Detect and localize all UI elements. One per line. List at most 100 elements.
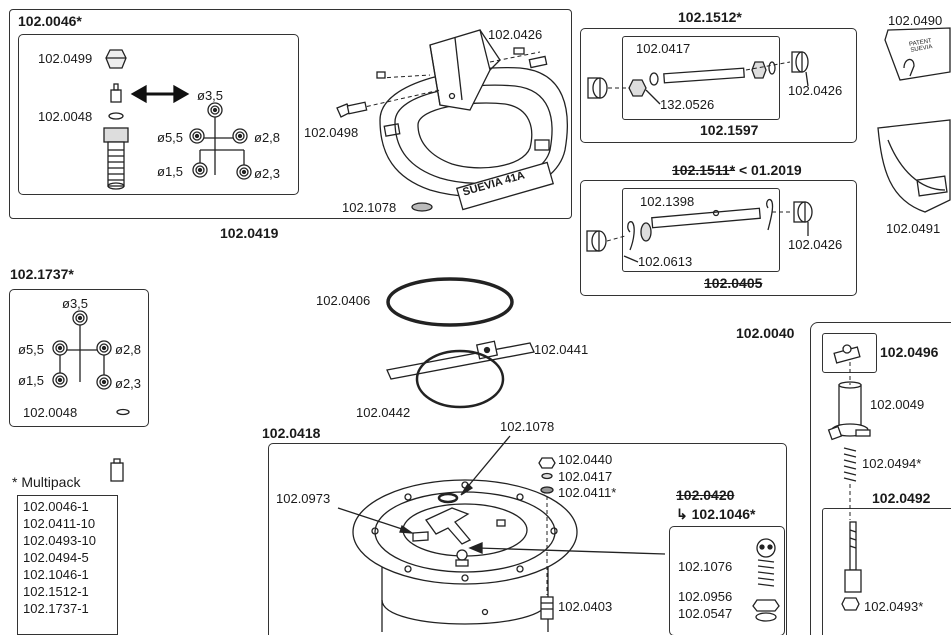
label-1076: 102.1076 — [678, 559, 733, 574]
label-0403: 102.0403 — [558, 599, 613, 614]
label-0426-a: 102.0426 — [788, 83, 843, 98]
frame-0040 — [810, 322, 951, 635]
multipack-item: 102.1512-1 — [23, 584, 89, 599]
multipack-item: 102.1046-1 — [23, 567, 89, 582]
title-0040: 102.0040 — [736, 325, 795, 341]
seal-0048-drawing — [108, 112, 124, 120]
label-0493: 102.0493* — [864, 599, 924, 614]
label-0973: 102.0973 — [276, 491, 331, 506]
valve-pin-drawing — [110, 83, 122, 103]
label-0417-a: 102.0417 — [636, 41, 691, 56]
inner-frame-0405 — [622, 188, 780, 272]
multipack-list: 102.0046-1 102.0411-10 102.0493-10 102.0… — [17, 498, 118, 617]
label-d28: ø2,8 — [254, 130, 281, 145]
valve-0040-drawing — [827, 344, 871, 441]
label-0441: 102.0441 — [534, 342, 589, 357]
label-1737-d55: ø5,5 — [18, 342, 45, 357]
label-0490: 102.0490 — [888, 13, 943, 28]
label-d23: ø2,3 — [254, 166, 281, 181]
frame-1737 — [9, 289, 149, 427]
title-1511-struck: 102.1511* — [672, 162, 736, 178]
multipack-item: 102.0411-10 — [23, 516, 96, 531]
label-d15: ø1,5 — [157, 164, 184, 179]
o-ring-0406-drawing — [386, 277, 514, 327]
label-0499: 102.0499 — [38, 51, 93, 66]
title-0046: 102.0046* — [18, 13, 82, 29]
label-d55: ø5,5 — [157, 130, 184, 145]
dash-lines-1511 — [606, 211, 792, 242]
label-1078-base: 102.1078 — [500, 419, 555, 434]
drinking-bowl-drawing — [379, 29, 568, 211]
label-1737-d35: ø3,5 — [62, 296, 89, 311]
rail-0441-drawing — [386, 340, 535, 380]
seal-0048-b-drawing — [116, 408, 130, 416]
label-1078-top: 102.1078 — [342, 200, 397, 215]
label-0498: 102.0498 — [304, 125, 359, 140]
nozzle-sprue-drawing — [189, 102, 252, 180]
screw-0973-drawing — [412, 531, 429, 542]
base-0418-drawing — [352, 479, 578, 632]
title-0420-struck: 102.0420 — [676, 487, 735, 503]
title-0418: 102.0418 — [262, 425, 321, 441]
label-0956: 102.0956 — [678, 589, 733, 604]
frame-1511 — [580, 180, 857, 296]
label-0440: 102.0440 — [558, 452, 613, 467]
bearing-1511-drawing — [586, 198, 813, 252]
multipack-icon — [110, 458, 124, 482]
swap-arrow — [130, 84, 190, 104]
title-0496: 102.0496 — [880, 344, 939, 360]
multipack-title: * Multipack — [12, 474, 81, 490]
nozzle-sprue-1737-drawing — [52, 310, 112, 390]
seal-1078-drawing — [411, 202, 433, 212]
label-d35: ø3,5 — [197, 88, 224, 103]
label-1737-d23: ø2,3 — [115, 376, 142, 391]
bearing-1512-drawing — [587, 51, 809, 99]
o-ring-0442-drawing — [415, 349, 505, 409]
label-0426-b: 102.0426 — [788, 237, 843, 252]
title-1512: 102.1512* — [678, 9, 742, 25]
label-0406: 102.0406 — [316, 293, 371, 308]
title-1737: 102.1737* — [10, 266, 74, 282]
frame-0418 — [268, 443, 787, 635]
assembly-frame-0419 — [9, 9, 572, 219]
multipack-item: 102.0493-10 — [23, 533, 97, 548]
fittings-0440-0411-drawing — [538, 457, 556, 620]
inner-frame-0492 — [822, 508, 951, 635]
valve-body-drawing — [103, 127, 129, 190]
label-0048: 102.0048 — [38, 109, 93, 124]
label-1398: 102.1398 — [640, 194, 695, 209]
cap-nut-drawing — [105, 49, 127, 69]
leader-0426-a — [805, 71, 809, 87]
label-0049: 102.0049 — [870, 397, 925, 412]
screw-0426-drawing — [376, 47, 548, 79]
pin-0493-drawing — [841, 521, 862, 611]
screw-0498-drawing — [336, 101, 368, 118]
label-0411: 102.0411* — [558, 485, 617, 500]
label-0419: 102.0419 — [220, 225, 279, 241]
cover-0491-drawing — [877, 119, 951, 213]
inner-frame-0046 — [18, 34, 299, 195]
title-1511-date: < 01.2019 — [738, 162, 802, 178]
label-1737-d28: ø2,8 — [115, 342, 142, 357]
label-0613: 102.0613 — [638, 254, 693, 269]
cover-0490-drawing — [884, 27, 951, 81]
leader-0526 — [645, 89, 661, 105]
label-0526: 132.0526 — [660, 97, 715, 112]
label-1737-d15: ø1,5 — [18, 373, 45, 388]
label-0405: 102.0405 — [704, 275, 763, 291]
leader-0613 — [623, 255, 639, 263]
label-0417-b: 102.0417 — [558, 469, 613, 484]
spring-0494-drawing — [843, 447, 857, 482]
label-0442: 102.0442 — [356, 405, 411, 420]
dash-lines-1512 — [608, 61, 791, 89]
inner-frame-1597 — [622, 36, 780, 120]
label-0491: 102.0491 — [886, 221, 941, 236]
dash-lines-bowl — [359, 51, 541, 109]
title-0492: 102.0492 — [872, 490, 931, 506]
multipack-item: 102.1737-1 — [23, 601, 89, 616]
frame-1046 — [669, 526, 785, 635]
label-0426-top: 102.0426 — [488, 27, 543, 42]
label-1597: 102.1597 — [700, 122, 759, 138]
label-0547: 102.0547 — [678, 606, 733, 621]
